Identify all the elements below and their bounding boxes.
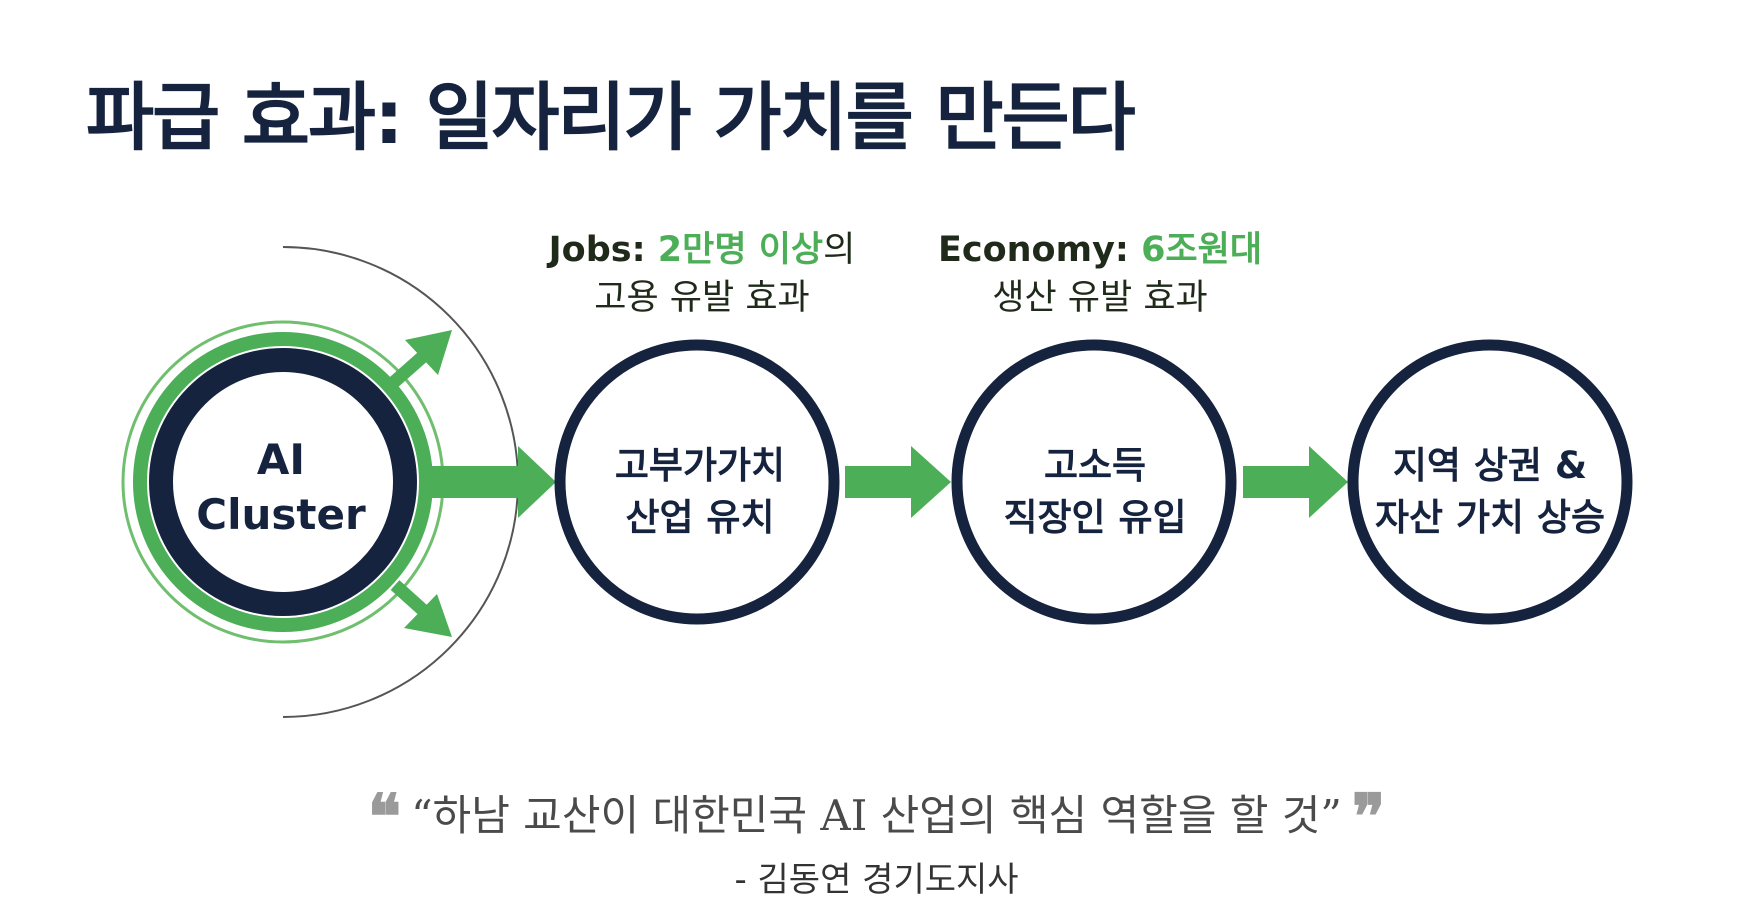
quote-text: “하남 교산이 대한민국 AI 산업의 핵심 역할을 할 것” <box>411 791 1342 840</box>
jobs-label-prefix: Jobs: <box>548 230 658 270</box>
node-local-commerce-asset-value: 지역 상권 & 자산 가치 상승 <box>1360 440 1620 544</box>
node-high-value-industry-line2: 산업 유치 <box>625 496 775 539</box>
economy-label-highlight: 6조원대 <box>1141 230 1263 270</box>
arrow-node3-to-node4 <box>1243 446 1348 518</box>
quote: ❝“하남 교산이 대한민국 AI 산업의 핵심 역할을 할 것”❞ <box>0 780 1753 853</box>
economy-label-prefix: Economy: <box>937 230 1142 270</box>
node-ai-cluster: AI Cluster <box>176 432 386 542</box>
economy-label: Economy: 6조원대 생산 유발 효과 <box>930 226 1270 322</box>
node-high-income-workers-line2: 직장인 유입 <box>1003 496 1187 539</box>
node-ai-cluster-line1: AI <box>256 435 306 484</box>
node3-ring <box>951 339 1237 625</box>
node4-ring <box>1347 339 1633 625</box>
node-ai-cluster-line2: Cluster <box>196 490 366 539</box>
node2-ring <box>554 339 840 625</box>
arrow-ai-to-node2 <box>432 446 556 518</box>
quote-author: - 김동연 경기도지사 <box>734 860 1019 900</box>
ai-cluster-navy-ring <box>149 348 417 616</box>
economy-label-line2: 생산 유발 효과 <box>992 278 1208 318</box>
ai-cluster-green-ring <box>133 332 433 632</box>
arrow-down-right <box>390 580 452 637</box>
close-quote-icon: ❞ <box>1351 780 1386 853</box>
jobs-label-line2: 고용 유발 효과 <box>594 278 810 318</box>
jobs-label-suffix: 의 <box>823 230 856 270</box>
node-high-value-industry: 고부가가치 산업 유치 <box>580 440 820 544</box>
node-high-income-workers-line1: 고소득 <box>1043 444 1147 487</box>
open-quote-icon: ❝ <box>367 780 402 853</box>
node-high-value-industry-line1: 고부가가치 <box>614 444 786 487</box>
node-local-commerce-line1: 지역 상권 & <box>1392 444 1588 487</box>
node-local-commerce-line2: 자산 가치 상승 <box>1374 496 1605 539</box>
page-title: 파급 효과: 일자리가 가치를 만든다 <box>86 75 1136 161</box>
arrow-up-right <box>380 330 452 395</box>
jobs-label: Jobs: 2만명 이상의 고용 유발 효과 <box>532 226 872 322</box>
jobs-label-highlight: 2만명 이상 <box>657 230 824 270</box>
arrow-node2-to-node3 <box>845 446 951 518</box>
node-high-income-workers: 고소득 직장인 유입 <box>975 440 1215 544</box>
